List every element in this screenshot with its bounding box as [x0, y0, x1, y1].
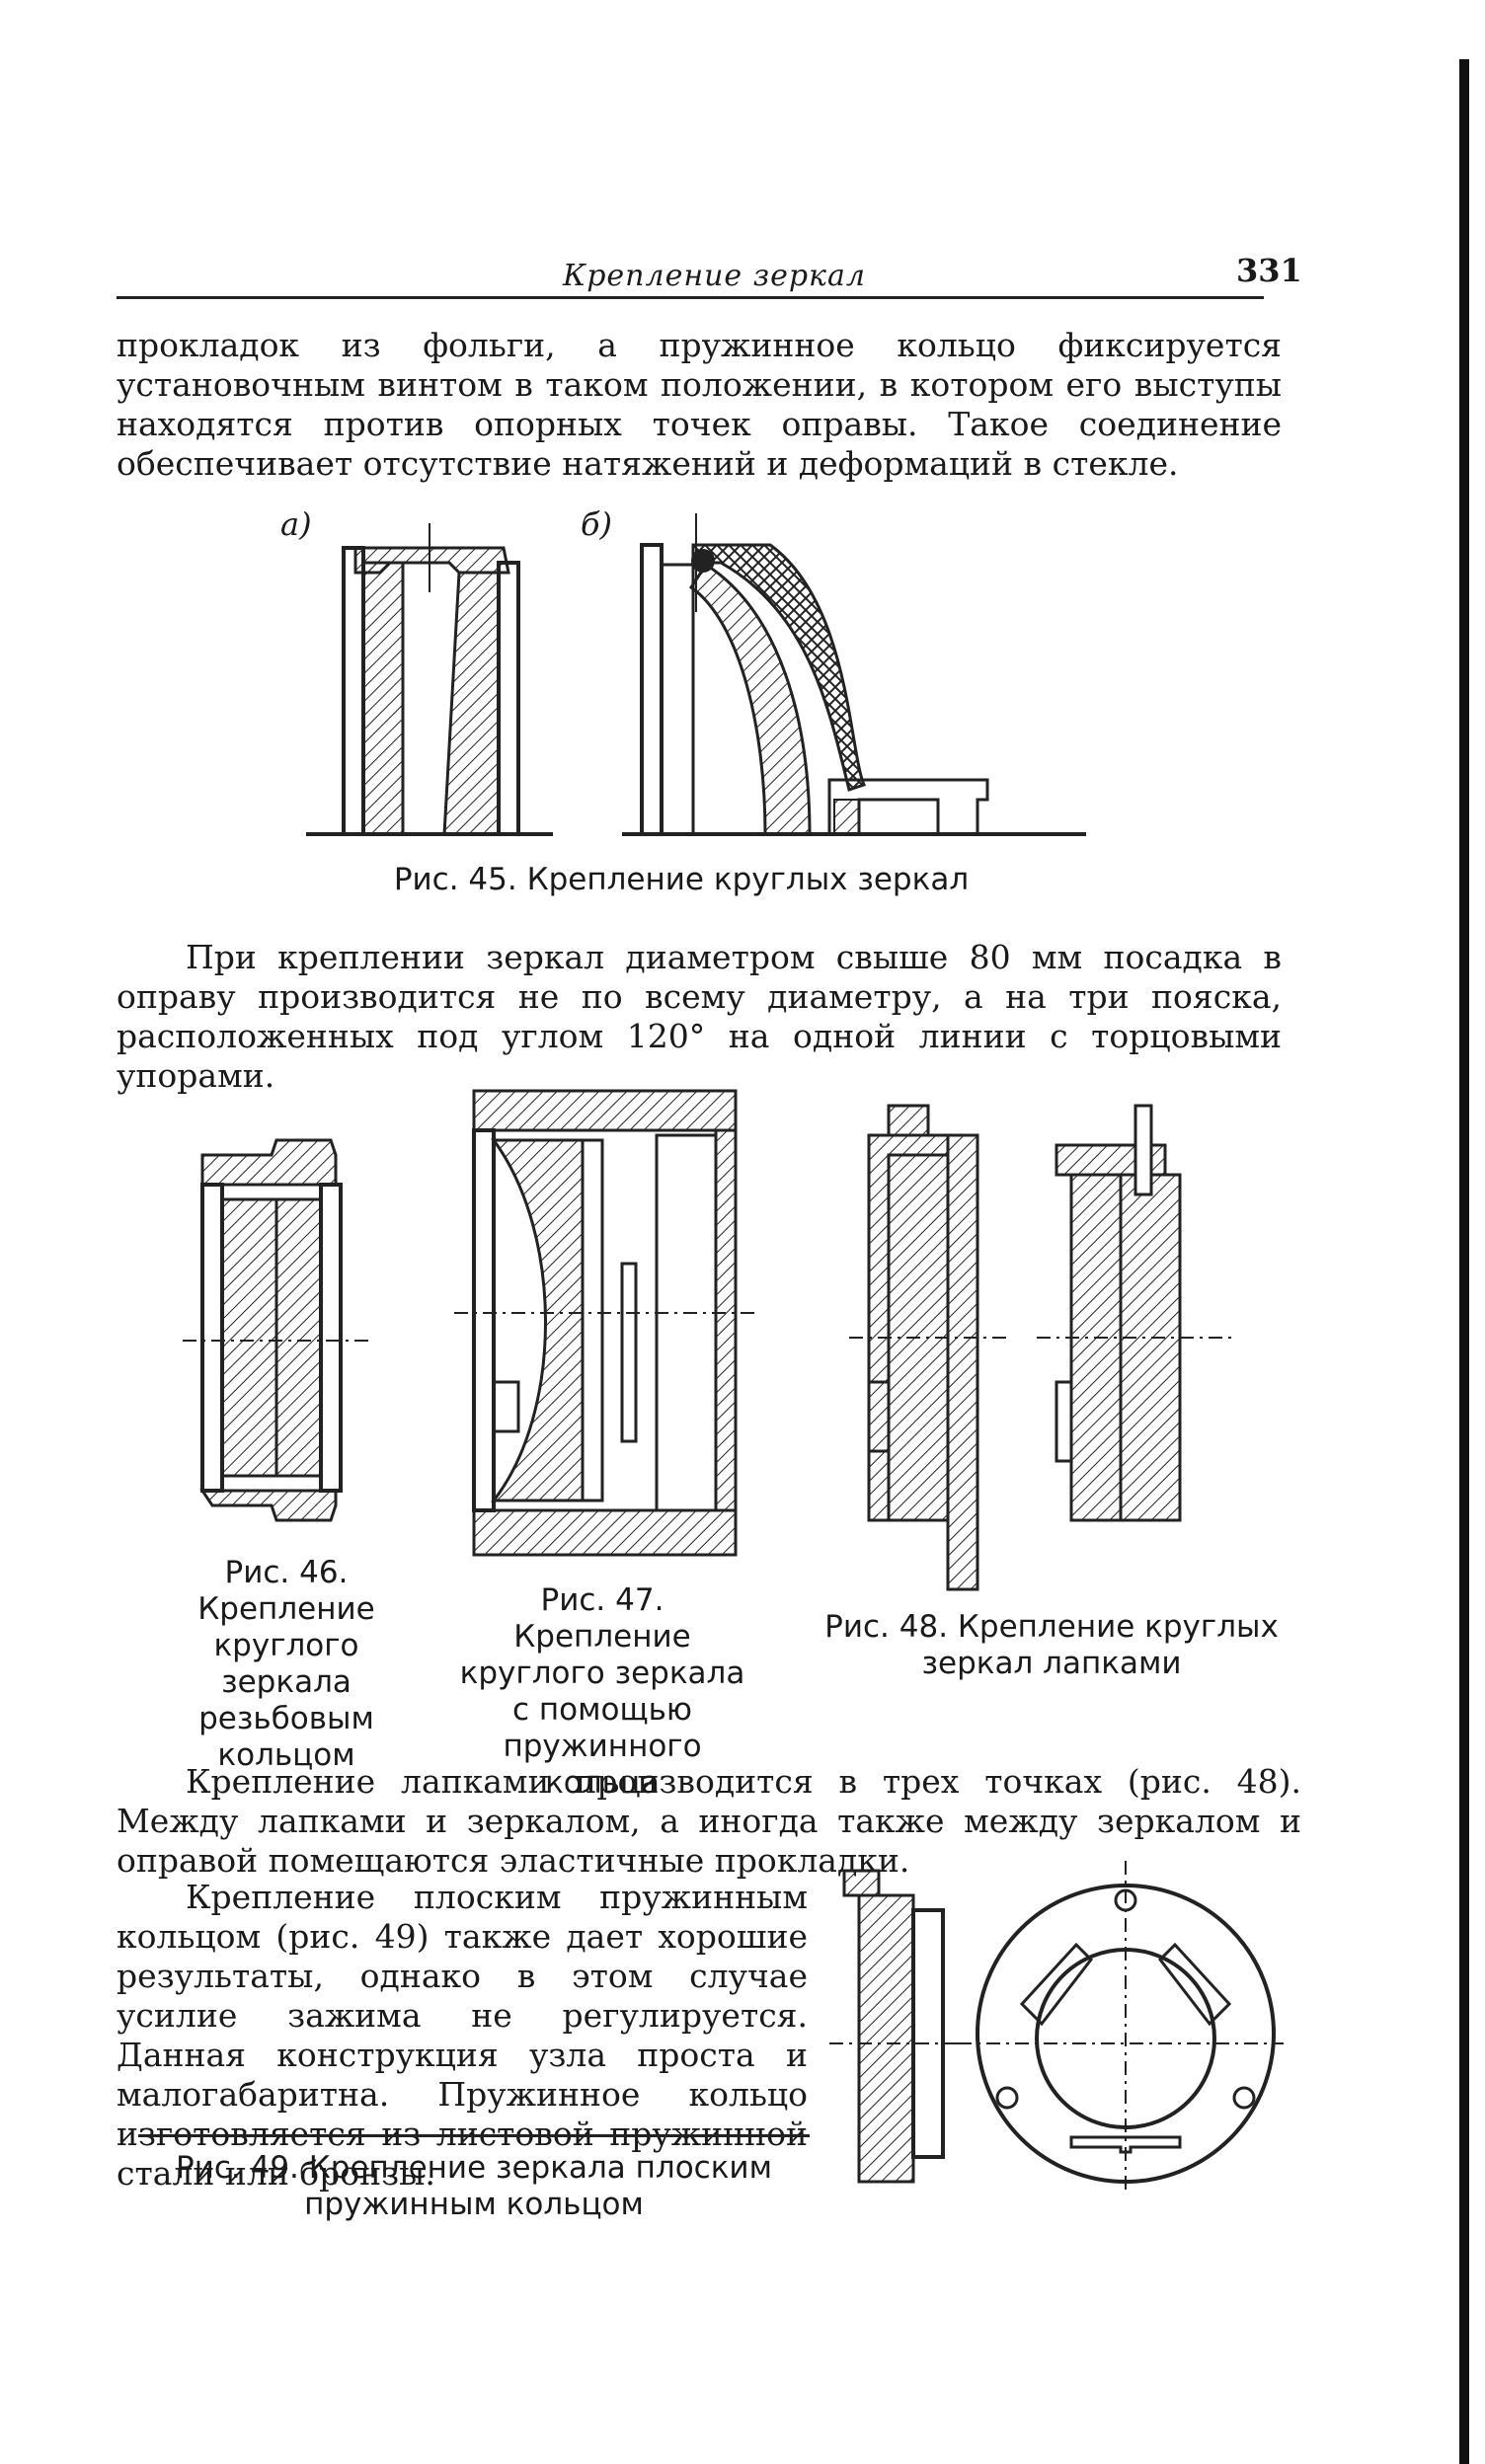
paragraph-2: При креплении зеркал диаметром свыше 80 … [117, 938, 1282, 1096]
page-number: 331 [1236, 252, 1302, 289]
paragraph-4-text: Крепление плоским пружинным кольцом (рис… [117, 1878, 808, 2193]
paragraph-1: прокладок из фольги, а пружинное кольцо … [117, 326, 1282, 484]
paragraph-2-text: При креплении зеркал диаметром свыше 80 … [117, 938, 1282, 1095]
fig45-drawing [306, 513, 1086, 836]
header-rule [117, 296, 1264, 299]
fig45-label-a: а) [280, 505, 312, 543]
fig49-caption: Рис. 49. Крепление зеркала плоским пружи… [176, 2150, 772, 2222]
fig46-caption: Рис. 46. Крепление круглого зеркала резь… [197, 1555, 375, 1773]
fig47-caption: Рис. 47. Крепление круглого зеркала с по… [459, 1582, 745, 1801]
fig49-drawing [829, 1861, 1284, 2192]
fig45-caption: Рис. 45. Крепление круглых зеркал [393, 862, 970, 897]
paragraph-4: Крепление плоским пружинным кольцом (рис… [117, 1878, 808, 2194]
running-title: Крепление зеркал [563, 259, 866, 293]
fig48-caption: Рис. 48. Крепление круглых зеркал лапкам… [824, 1609, 1279, 1681]
paragraph-3: Крепление лапками производится в трех то… [117, 1762, 1301, 1881]
fig49-caption-rule [138, 2134, 810, 2137]
fig45-label-b: б) [581, 505, 613, 543]
fig46-drawing [183, 1138, 370, 1522]
paragraph-1-text: прокладок из фольги, а пружинное кольцо … [117, 326, 1282, 483]
paragraph-3-text: Крепление лапками производится в трех то… [117, 1762, 1301, 1880]
page-edge-shadow [1459, 59, 1469, 2464]
fig47-drawing [454, 1089, 760, 1557]
fig48-drawing [849, 1104, 1234, 1591]
